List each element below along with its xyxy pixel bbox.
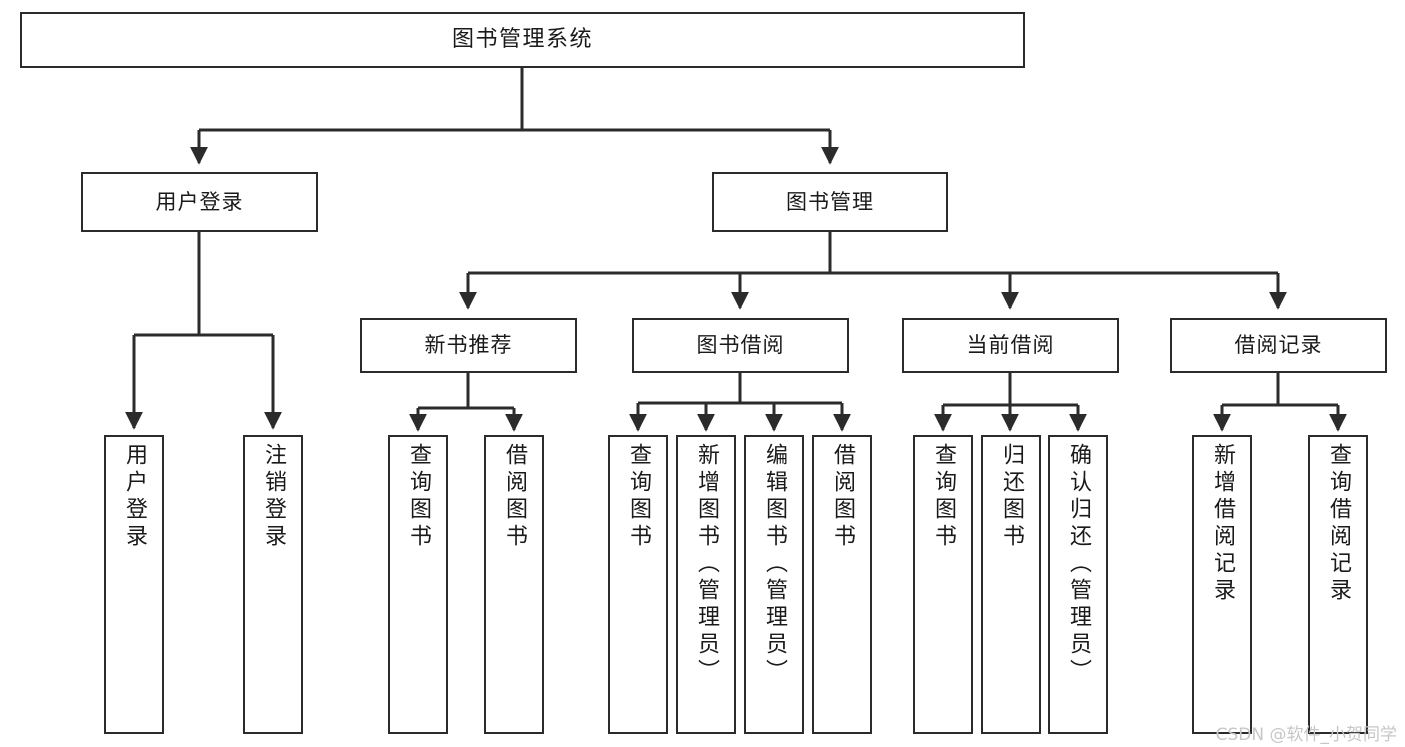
node-label: 新增图书（管理员）: [694, 443, 719, 686]
node-label: 注销登录: [261, 443, 286, 551]
leaf-query-book-3[interactable]: 查询图书: [913, 435, 973, 734]
node-label: 借阅图书: [830, 443, 855, 551]
node-label: 借阅记录: [1234, 333, 1323, 358]
node-root-system[interactable]: 图书管理系统: [20, 12, 1025, 68]
leaf-borrow-book-2[interactable]: 借阅图书: [812, 435, 872, 734]
node-label: 图书借阅: [696, 333, 785, 358]
node-book-borrow[interactable]: 图书借阅: [632, 318, 849, 373]
node-label: 查询图书: [406, 443, 431, 551]
watermark-text: CSDN @软件_小贺同学: [1215, 725, 1397, 745]
node-user-login[interactable]: 用户登录: [81, 172, 318, 232]
node-current-borrow[interactable]: 当前借阅: [902, 318, 1119, 373]
leaf-return-book[interactable]: 归还图书: [981, 435, 1041, 734]
node-label: 借阅图书: [502, 443, 527, 551]
node-label: 图书管理系统: [451, 27, 593, 53]
node-label: 编辑图书（管理员）: [762, 443, 787, 686]
node-label: 查询图书: [931, 443, 956, 551]
leaf-query-book-1[interactable]: 查询图书: [388, 435, 448, 734]
node-label: 新增借阅记录: [1210, 443, 1235, 605]
leaf-query-borrow-record[interactable]: 查询借阅记录: [1308, 435, 1368, 734]
node-borrow-record[interactable]: 借阅记录: [1170, 318, 1387, 373]
node-label: 用户登录: [155, 189, 244, 214]
leaf-user-login[interactable]: 用户登录: [104, 435, 164, 734]
node-label: 图书管理: [786, 189, 874, 214]
node-label: 用户登录: [122, 443, 147, 551]
node-book-management[interactable]: 图书管理: [712, 172, 948, 232]
node-label: 当前借阅: [966, 333, 1055, 358]
node-label: 归还图书: [999, 443, 1024, 551]
leaf-confirm-return-admin[interactable]: 确认归还（管理员）: [1048, 435, 1108, 734]
node-label: 查询借阅记录: [1326, 443, 1351, 605]
node-label: 确认归还（管理员）: [1066, 443, 1091, 686]
leaf-query-book-2[interactable]: 查询图书: [608, 435, 668, 734]
leaf-add-book-admin[interactable]: 新增图书（管理员）: [676, 435, 736, 734]
leaf-add-borrow-record[interactable]: 新增借阅记录: [1192, 435, 1252, 734]
leaf-edit-book-admin[interactable]: 编辑图书（管理员）: [744, 435, 804, 734]
leaf-borrow-book-1[interactable]: 借阅图书: [484, 435, 544, 734]
node-label: 查询图书: [626, 443, 651, 551]
node-label: 新书推荐: [424, 333, 513, 358]
node-new-book-recommend[interactable]: 新书推荐: [360, 318, 577, 373]
leaf-user-logout[interactable]: 注销登录: [243, 435, 303, 734]
